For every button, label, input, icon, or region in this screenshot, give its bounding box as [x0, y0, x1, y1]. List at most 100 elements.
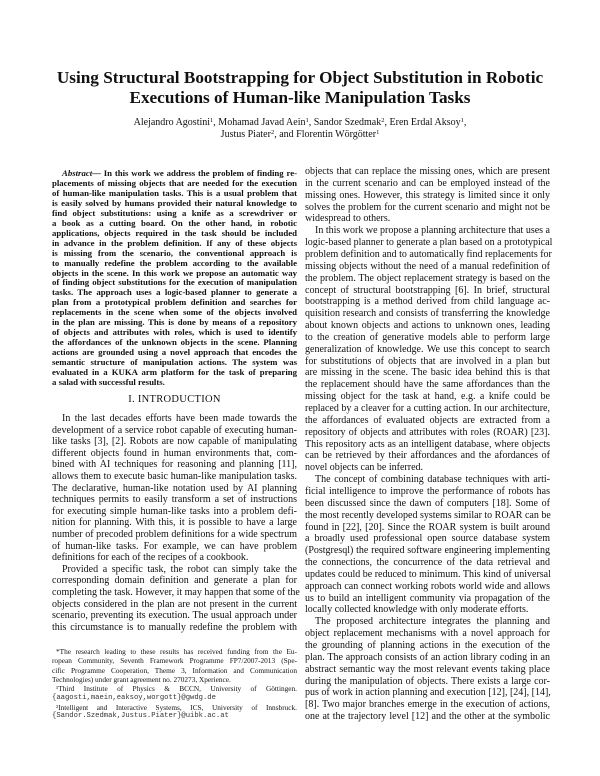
abstract-line: find object substitutions: using a knife…: [52, 207, 297, 218]
body-text-line: This repository acts as an intelligent d…: [305, 438, 550, 450]
body-text-line: missing ones. However, this strategy is …: [305, 189, 550, 201]
body-text-line: to the creation of generative models abl…: [305, 331, 550, 343]
affiliation-mark: 1: [460, 117, 464, 124]
body-text-line: completing the task. However, it may hap…: [52, 587, 300, 598]
footnote-line: Technologies) under grant agreement no. …: [52, 674, 231, 684]
body-text-line: updates could be reduced to minimum. Thi…: [305, 568, 551, 580]
body-text-line: the problem. The object replacement stra…: [305, 272, 550, 284]
affiliation-mark: 2: [381, 117, 385, 124]
body-text-line: different objects found in human environ…: [52, 447, 297, 459]
body-text-line: the grounding of planning actions in the…: [305, 640, 550, 651]
body-text-line: solves the problem for the current scena…: [305, 201, 550, 213]
author-name: Justus Piater: [220, 129, 271, 140]
abstract-line: in advance in the problem definition. If…: [52, 237, 297, 248]
body-text-line: quisition research and consists of trans…: [305, 308, 550, 320]
body-text-line: replaced by a cleaver for a cutting acti…: [305, 403, 550, 414]
body-text-line: bootstrapping is a method derived from c…: [305, 296, 550, 308]
body-text-line: the connections, the concurrence of the …: [305, 557, 550, 569]
abstract-line: the affordances of the unknown objects i…: [52, 337, 297, 348]
footnote-email: {Sandor.Szedmak,Justus.Piater}@uibk.ac.a…: [52, 712, 229, 721]
abstract-line: of human-like manipulation tasks. This i…: [52, 187, 297, 198]
body-text-line: this circumstance is to manually redefin…: [52, 621, 297, 633]
author-separator: , and: [274, 129, 297, 140]
body-text-line: concept of structural bootstrapping [6].…: [305, 284, 550, 296]
body-text-line: The concept of combining database techni…: [315, 474, 550, 486]
affiliation-mark: 1: [210, 117, 214, 124]
footnote-line: *The research leading to these results h…: [56, 647, 297, 656]
author-separator: ,: [384, 117, 390, 128]
footnote-email: {aagosti,maein,eaksoy,worgott}@gwdg.de: [52, 693, 216, 702]
body-text-line: us to build an intelligent community via…: [305, 592, 550, 604]
abstract-line: semantic structure of manipulation actio…: [52, 357, 297, 368]
body-text-line: number of precoded problem definitions f…: [52, 529, 297, 540]
body-text-line: widespread to others.: [305, 213, 391, 225]
footnote-line: cific Programme Cooperation, Theme 3, In…: [52, 665, 297, 675]
abstract-text: — In this work we address the problem of…: [92, 168, 297, 178]
body-text-line: logic-based planner to generate a plan b…: [305, 237, 553, 249]
body-text-line: objects that can replace the missing one…: [305, 166, 550, 177]
body-text-line: allows them to execute basic human-like …: [52, 471, 297, 482]
paper-title-line-1: Using Structural Bootstrapping for Objec…: [56, 68, 544, 87]
body-text-line: a broadly used professional open source …: [305, 533, 550, 545]
body-text-line: the most recently developed systems simi…: [305, 509, 551, 521]
footnote-line: ²Intelligent and Interactive Systems, IC…: [56, 702, 297, 712]
body-text-line: in the current scenario and can be emplo…: [305, 177, 550, 189]
body-text-line: definitions for each of the recipes of a…: [52, 552, 249, 564]
abstract-line: in the plan are missing. This is done by…: [52, 317, 297, 328]
body-text-line: corresponding domain definition and gene…: [52, 575, 297, 587]
body-text-line: pus of work in action planning and execu…: [305, 687, 551, 699]
body-text-line: problem definition and to automatically …: [305, 248, 552, 260]
body-text-line: (Postgresql) the required software engin…: [305, 545, 550, 557]
body-text-line: novel objects can be inferred.: [305, 462, 424, 474]
body-text-line: objects considered in the plan are not p…: [52, 598, 297, 610]
section-heading-introduction: I. INTRODUCTION: [128, 394, 221, 405]
body-text-line: about known objects and actions to unkno…: [305, 320, 550, 332]
body-text-line: the replacement should have the same aff…: [305, 379, 550, 391]
body-text-line: techniques permits to easily transform a…: [52, 494, 297, 506]
body-text-line: missing objects without the need of a ma…: [305, 260, 550, 272]
footnote-line: ropean Community, Seventh Framework Prog…: [52, 656, 297, 666]
body-text-line: the affordances of evaluated objects are…: [305, 414, 550, 426]
body-text-line: like tasks [3], [2]. Robots are now capa…: [52, 436, 297, 448]
author-name: Eren Erdal Aksoy: [389, 117, 461, 128]
abstract-line: tasks. The approach uses a logic-based p…: [52, 287, 297, 298]
body-text-line: locally collected knowledge with only mo…: [305, 604, 529, 616]
author-list-line-1: Alejandro Agostini1, Mohamad Javad Aein1…: [40, 117, 560, 129]
body-text-line: approach can connect working robots worl…: [305, 580, 550, 592]
body-text-line: for executing simple human-like tasks in…: [52, 505, 297, 517]
body-text-line: for substitutions of objects that are in…: [305, 355, 550, 367]
body-text-line: ficial intelligence to improve the perfo…: [305, 485, 550, 497]
body-text-line: scenario, preventing its execution. The …: [52, 610, 297, 622]
body-text-line: are missing in the scene. The basic idea…: [305, 367, 550, 379]
abstract-line: to manually redefine the problem accordi…: [52, 257, 297, 268]
body-text-line: The declarative, human-like notation use…: [52, 482, 297, 494]
abstract-line: a book as a cutting board. On the other …: [52, 217, 297, 228]
author-name: Alejandro Agostini: [133, 117, 211, 128]
affiliation-mark: 1: [305, 117, 309, 124]
abstract-line: a salad with successful results.: [52, 376, 165, 387]
paper-title-line-2: Executions of Human-like Manipulation Ta…: [129, 88, 471, 107]
abstract-line: of objects and attributes with roles, wh…: [52, 327, 297, 338]
abstract-line: objects in the scene. In this work we pr…: [52, 267, 297, 278]
abstract-line: is easily solved by humans provided thei…: [52, 197, 297, 208]
affiliation-mark: 1: [376, 129, 380, 136]
body-text-line: The proposed architecture integrates the…: [315, 616, 550, 628]
author-separator: ,: [463, 117, 467, 128]
author-separator: ,: [213, 117, 219, 128]
body-text-line: plan. The approach consists of an action…: [305, 651, 550, 663]
author-separator: ,: [308, 117, 314, 128]
body-text-line: generalization of knowledge. We use this…: [305, 343, 550, 355]
abstract-line: evaluated in a KUKA arm platform for the…: [52, 367, 297, 377]
body-text-line: during the manipulation of objects. Ther…: [305, 675, 550, 687]
body-text-line: Provided a specific task, the robot can …: [62, 563, 297, 575]
abstract-line: applications, objects required in the ta…: [52, 227, 297, 238]
body-text-line: [8]. Two major branches emerge in the ex…: [305, 699, 550, 711]
affiliation-mark: 2: [270, 129, 275, 136]
body-text-line: of human-like tasks. For example, we can…: [52, 540, 297, 552]
body-text-line: one at the trajectory level [12] and the…: [305, 711, 550, 723]
body-text-line: object replacement mechanisms with a nov…: [305, 628, 550, 640]
author-list-line-2: Justus Piater2, and Florentin Wörgötter1: [40, 129, 560, 141]
footnote-line: ¹Third Institute of Physics & BCCN, Univ…: [56, 684, 297, 694]
abstract-line: actions are grounded using a novel appro…: [52, 347, 297, 358]
abstract-line: placements of missing objects that are n…: [52, 177, 297, 188]
